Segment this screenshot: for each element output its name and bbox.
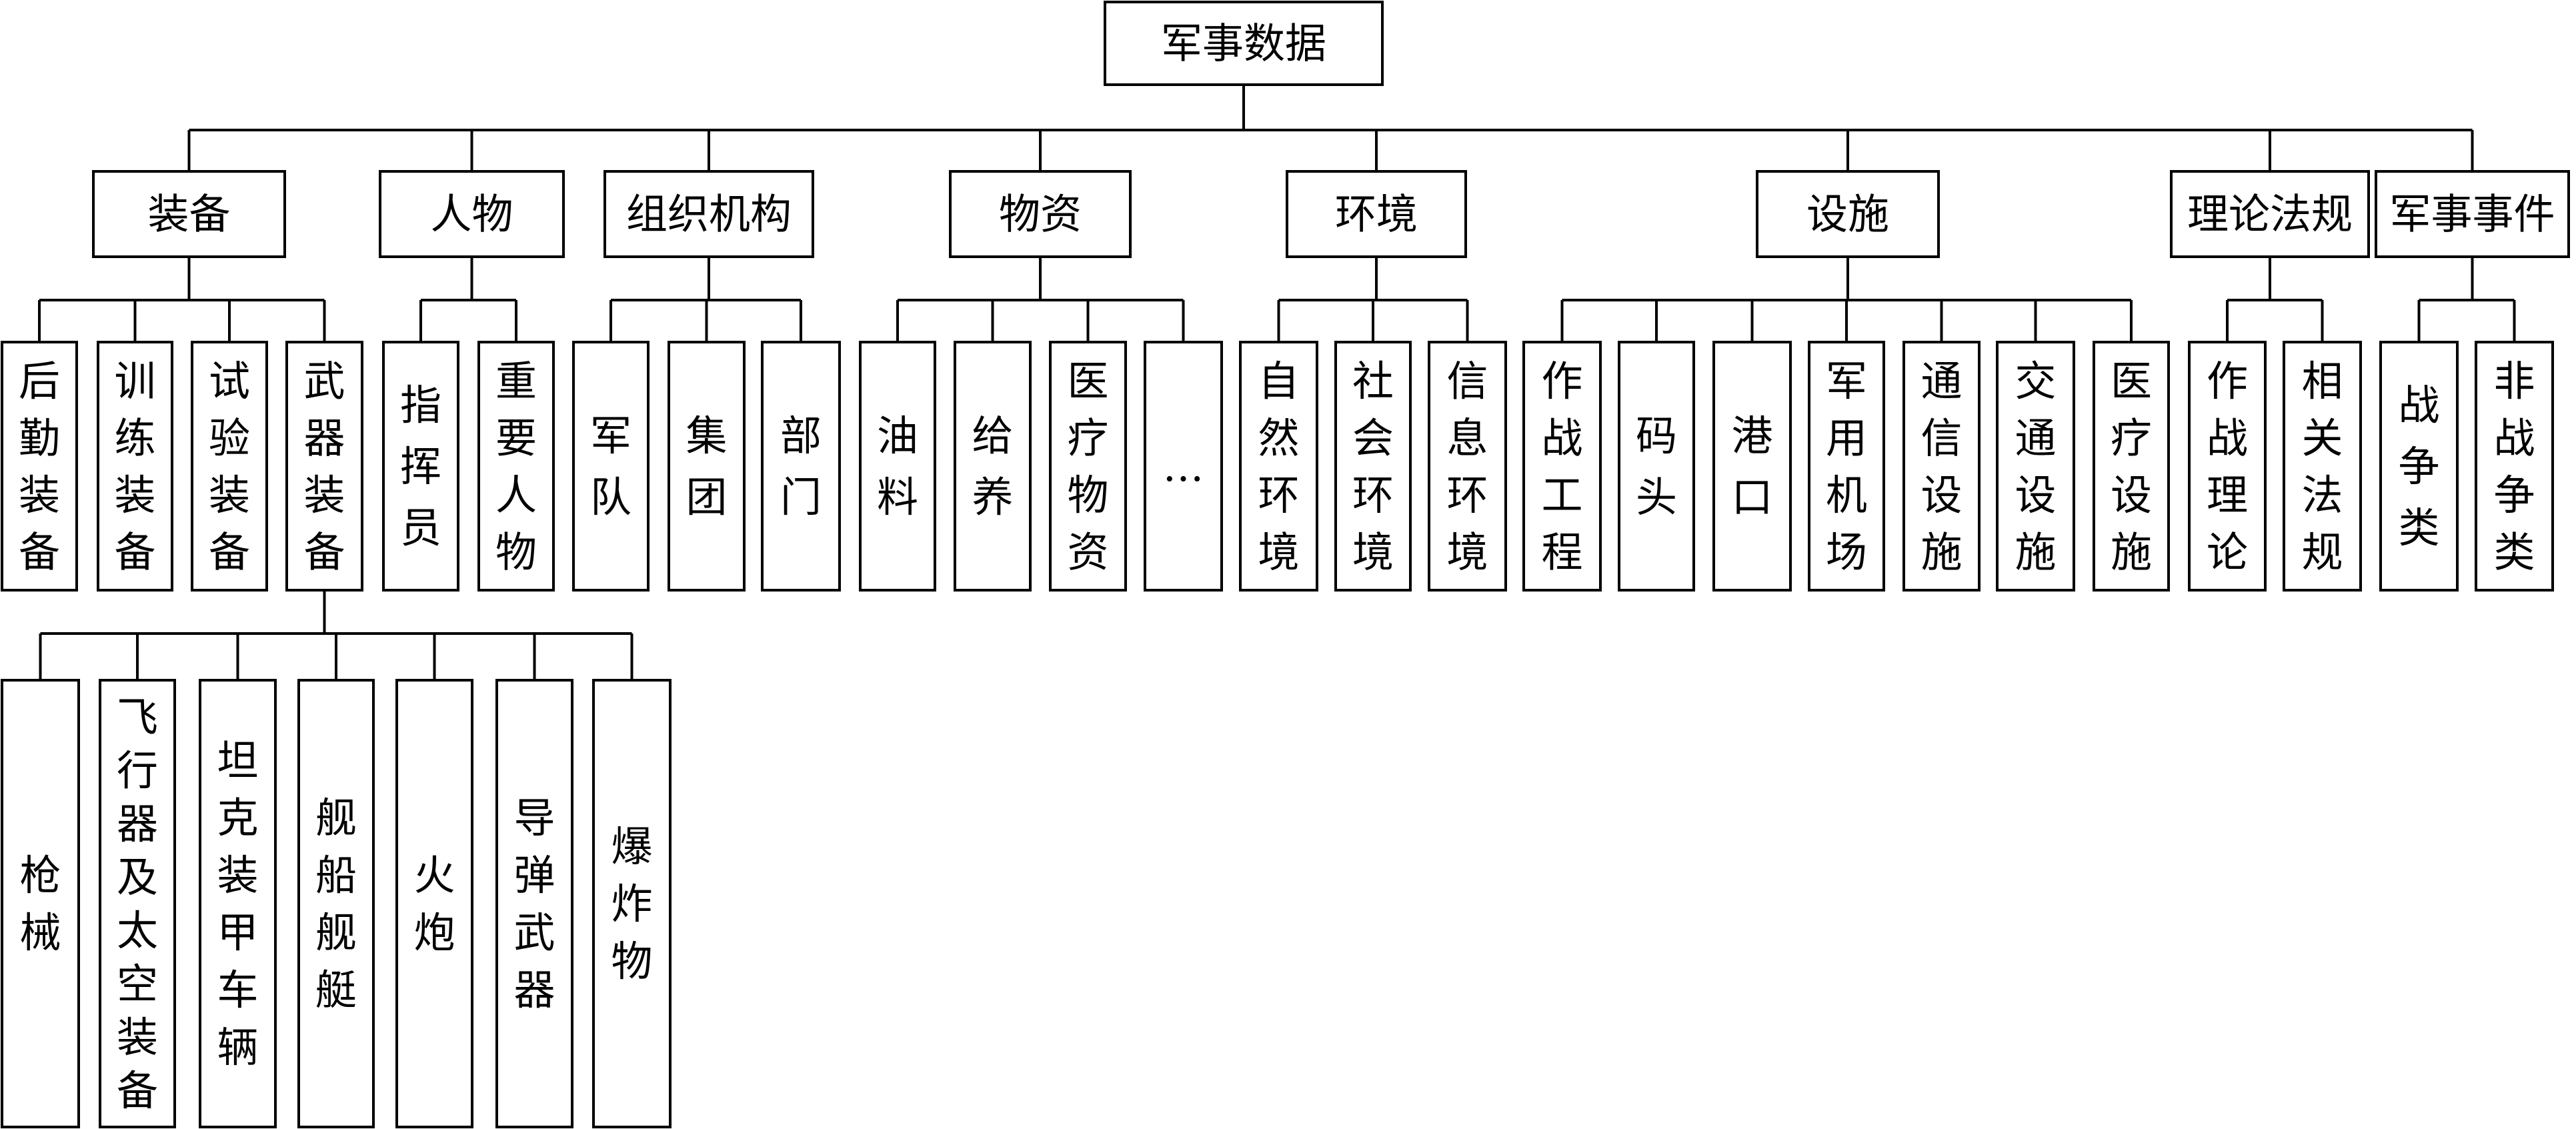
leaf-node-label: 作战理论 [2207,356,2248,576]
root-node-label: 军事数据 [1161,19,1326,68]
weapon-leaf-node [99,679,176,1128]
root-node [1104,1,1384,86]
category-node [92,170,286,258]
leaf-node-label: 军用机场 [1826,356,1867,576]
weapon-leaf-node [495,679,573,1128]
leaf-node-label: 武器装备 [303,356,345,576]
leaf-node-label: 作战工程 [1541,356,1582,576]
leaf-node-label: 相关法规 [2301,356,2343,576]
category-node [379,170,565,258]
leaf-node-label: 港口 [1731,411,1772,521]
leaf-node-label: 医疗物资 [1067,356,1108,576]
leaf-node-label: 给养 [972,411,1013,521]
leaf-node [97,341,173,592]
weapon-leaf-node-label: 舰船舰艇 [315,794,357,1014]
leaf-node [1808,341,1885,592]
leaf-node [1049,341,1127,592]
leaf-node [2379,341,2459,592]
leaf-node [2283,341,2362,592]
leaf-node-label: 部门 [780,411,822,521]
leaf-node [1618,341,1695,592]
leaf-node-label: 后勤装备 [19,356,60,576]
leaf-node-label: … [1163,442,1204,491]
leaf-node-label: 指挥员 [400,381,441,552]
leaf-node-label: 社会环境 [1352,356,1394,576]
leaf-node [1,341,78,592]
category-node-label: 物资 [999,190,1082,239]
weapon-leaf-node [297,679,375,1128]
leaf-node-label: 集团 [686,411,727,521]
leaf-node-label: 战争类 [2398,381,2439,552]
leaf-node-label: 通信设施 [1920,356,1962,576]
leaf-node [1712,341,1792,592]
leaf-node-label: 信息环境 [1446,356,1488,576]
leaf-node [1996,341,2075,592]
leaf-node-label: 交通设施 [2015,356,2056,576]
weapon-leaf-node [199,679,277,1128]
leaf-node [1334,341,1412,592]
leaf-node-label: 重要人物 [495,356,537,576]
category-node [1286,170,1467,258]
leaf-node [1902,341,1981,592]
leaf-node [1144,341,1223,592]
category-node-label: 设施 [1806,190,1889,239]
leaf-node-label: 医疗设施 [2111,356,2152,576]
leaf-node [2093,341,2170,592]
weapon-leaf-node-label: 枪械 [19,851,61,957]
category-node [949,170,1132,258]
weapon-leaf-node-label: 导弹武器 [513,794,555,1014]
weapon-leaf-node-label: 爆炸物 [611,822,652,986]
leaf-node [859,341,936,592]
category-node-label: 军事事件 [2389,190,2555,239]
leaf-node [1239,341,1318,592]
category-node-label: 环境 [1335,190,1418,239]
category-node [2170,170,2370,258]
leaf-node-label: 自然环境 [1258,356,1299,576]
leaf-node [572,341,650,592]
weapon-leaf-node [395,679,473,1128]
weapon-leaf-node-label: 火炮 [413,851,455,957]
leaf-node-label: 试验装备 [209,356,250,576]
leaf-node [2475,341,2554,592]
leaf-node-label: 军队 [590,411,631,521]
weapon-leaf-node-label: 坦克装甲车辆 [217,736,258,1072]
leaf-node [1428,341,1507,592]
leaf-node-label: 训练装备 [114,356,155,576]
category-node-label: 人物 [430,190,513,239]
leaf-node [954,341,1032,592]
leaf-node [285,341,363,592]
leaf-node [2188,341,2267,592]
category-node-label: 理论法规 [2187,190,2353,239]
category-node-label: 装备 [147,190,230,239]
leaf-node-label: 码头 [1636,411,1677,521]
leaf-node [1522,341,1602,592]
category-node-label: 组织机构 [626,190,792,239]
weapon-leaf-node [592,679,672,1128]
leaf-node [382,341,459,592]
leaf-node [191,341,268,592]
category-node [603,170,814,258]
weapon-leaf-node [1,679,80,1128]
leaf-node [761,341,841,592]
weapon-leaf-node-label: 飞行器及太空装备 [117,693,158,1115]
leaf-node-label: 油料 [877,411,918,521]
leaf-node-label: 非战争类 [2493,356,2535,576]
leaf-node [477,341,555,592]
leaf-node [668,341,746,592]
